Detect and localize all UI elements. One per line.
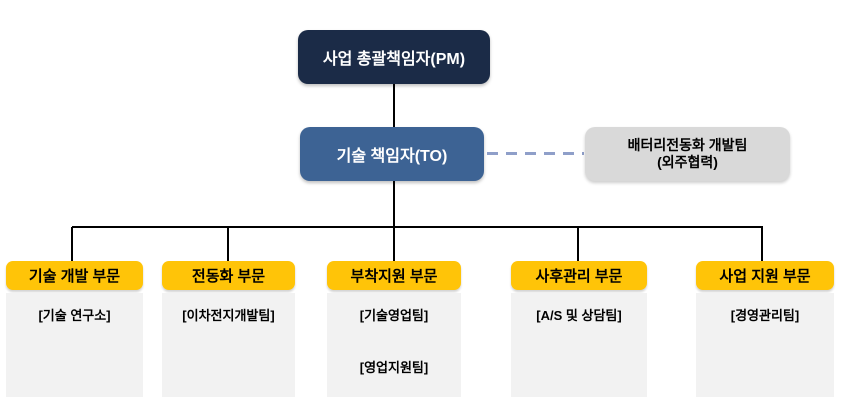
division-header: 기술 개발 부문 — [6, 261, 143, 290]
division-header: 사후관리 부문 — [511, 261, 647, 290]
external-team-label-line1: 배터리전동화 개발팀 — [627, 136, 748, 153]
division-attachment-support: 부착지원 부문 [기술영업팀] [영업지원팀] — [327, 261, 461, 397]
pm-node: 사업 총괄책임자(PM) — [298, 30, 490, 84]
team-panel: [경영관리팀] — [696, 293, 834, 397]
connector-to-divisions — [393, 181, 395, 261]
connector-drop-division-5 — [761, 227, 763, 261]
team-item: [경영관리팀] — [730, 308, 800, 323]
division-header: 사업 지원 부문 — [696, 261, 834, 290]
team-item: [기술영업팀] — [359, 308, 429, 323]
team-item: [A/S 및 상담팀] — [536, 308, 622, 323]
team-panel: [기술영업팀] [영업지원팀] — [327, 293, 461, 397]
connector-dashed-external — [487, 152, 584, 155]
team-panel: [이차전지개발팀] — [162, 293, 295, 397]
team-item: [이차전지개발팀] — [182, 308, 275, 323]
external-team-node: 배터리전동화 개발팀 (외주협력) — [585, 127, 790, 181]
connector-drop-division-1 — [71, 227, 73, 261]
division-after-service: 사후관리 부문 [A/S 및 상담팀] — [511, 261, 647, 397]
division-business-support: 사업 지원 부문 [경영관리팀] — [696, 261, 834, 397]
connector-drop-division-2 — [227, 227, 229, 261]
connector-drop-division-4 — [577, 227, 579, 261]
pm-node-label: 사업 총괄책임자(PM) — [322, 51, 466, 68]
division-header: 전동화 부문 — [162, 261, 295, 290]
division-electrification: 전동화 부문 [이차전지개발팀] — [162, 261, 295, 397]
to-node-label: 기술 책임자(TO) — [336, 148, 448, 165]
team-panel: [A/S 및 상담팀] — [511, 293, 647, 397]
to-node: 기술 책임자(TO) — [300, 127, 484, 181]
external-team-label-line2: (외주협력) — [657, 154, 718, 170]
division-header: 부착지원 부문 — [327, 261, 461, 290]
division-tech-development: 기술 개발 부문 [기술 연구소] — [6, 261, 143, 397]
team-panel: [기술 연구소] — [6, 293, 143, 397]
team-item: [영업지원팀] — [359, 360, 429, 375]
team-item: [기술 연구소] — [38, 308, 111, 323]
connector-horizontal-bar — [72, 226, 763, 228]
connector-pm-to — [393, 84, 395, 127]
